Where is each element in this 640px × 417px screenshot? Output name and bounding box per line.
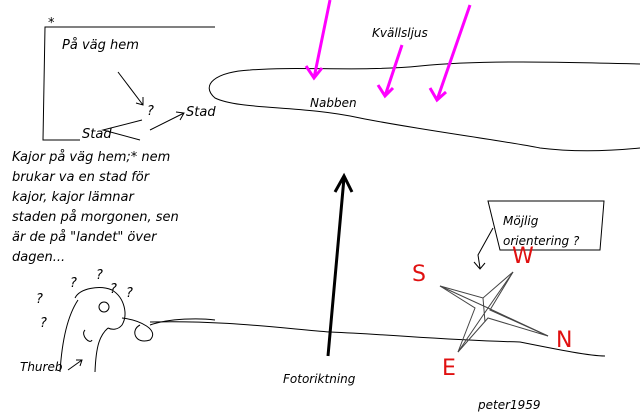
light-arrow <box>428 4 472 103</box>
light-arrows <box>304 0 472 103</box>
compass-s: S <box>412 262 426 287</box>
question-mark: ? <box>126 286 133 301</box>
inset-box <box>42 26 215 141</box>
light-label: Kvällsljus <box>372 26 428 40</box>
orientation-pointer <box>473 227 494 270</box>
compass-star-icon <box>439 271 549 353</box>
inset-title: På väg hem <box>62 38 139 53</box>
light-arrow <box>376 44 404 99</box>
orientation-line2: orientering ? <box>503 234 580 248</box>
place-label: Nabben <box>310 96 357 110</box>
inset-arrow-right <box>149 111 185 131</box>
asterisk: * <box>48 16 55 31</box>
peninsula-outline <box>208 61 640 152</box>
question-mark: ? <box>96 268 103 283</box>
signature: peter1959 <box>478 398 541 412</box>
person-ear <box>83 329 93 342</box>
inset-arrow-left <box>101 119 143 141</box>
light-arrow <box>304 0 332 81</box>
question-mark: ? <box>70 276 77 291</box>
crow-note: Kajor på väg hem;* nem brukar va en stad… <box>12 150 179 265</box>
photo-direction-label: Fotoriktning <box>283 372 356 386</box>
compass-n: N <box>556 328 573 353</box>
person-head <box>74 287 126 330</box>
question-mark: ? <box>110 282 117 297</box>
photo-direction-arrow <box>326 172 354 357</box>
person-body <box>59 299 216 373</box>
inset-question: ? <box>147 104 154 119</box>
inset-arrow-down <box>117 71 144 106</box>
person-pointer-arrow <box>67 359 83 371</box>
stad-right-label: Stad <box>186 105 216 120</box>
question-mark: ? <box>36 292 43 307</box>
stad-left-label: Stad <box>82 127 112 142</box>
compass-w: W <box>512 244 534 269</box>
shoreline <box>149 321 606 357</box>
person-label: Thureb <box>20 360 63 374</box>
orientation-box <box>487 200 605 251</box>
question-mark: ? <box>40 316 47 331</box>
orientation-line1: Möjlig <box>503 214 539 228</box>
person-eye <box>98 301 110 313</box>
compass-e: E <box>442 356 456 381</box>
